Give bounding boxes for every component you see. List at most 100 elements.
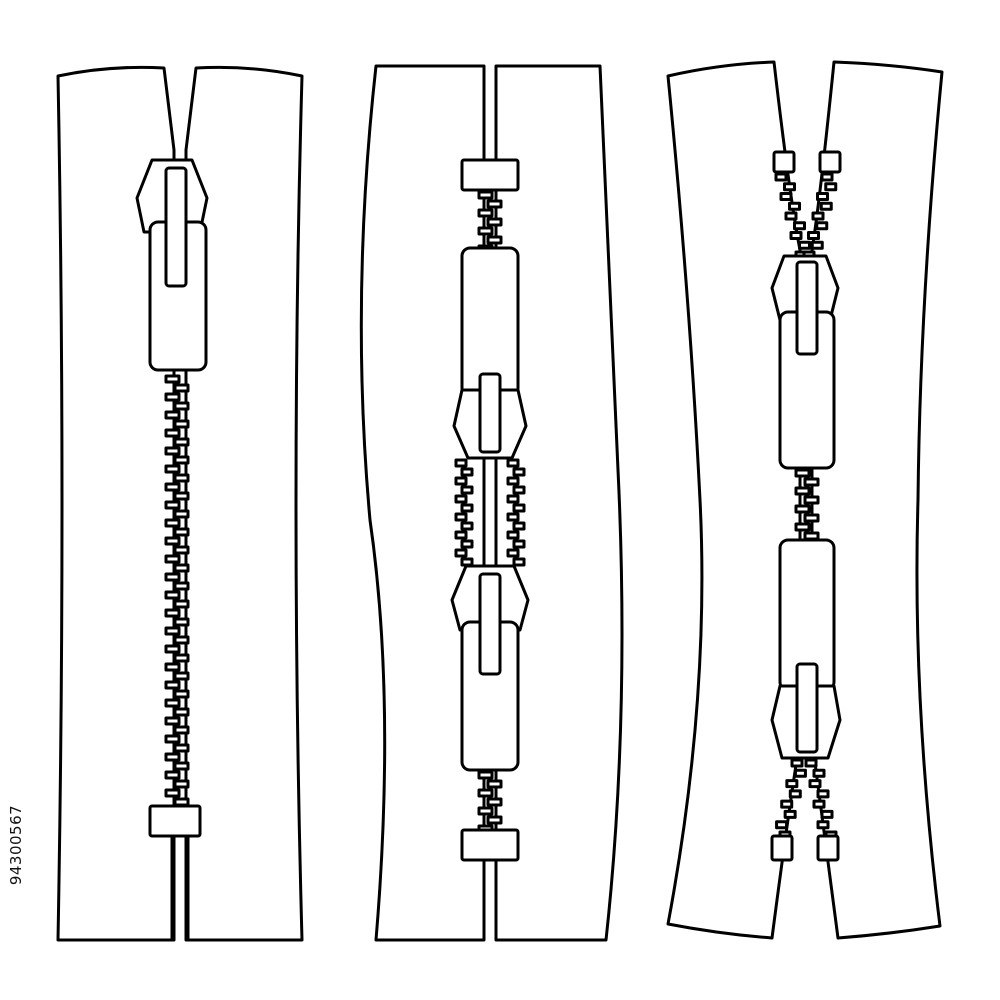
zipper-3-slider-lower [770,538,842,760]
zipper-2-tooth [477,770,494,780]
zipper-3-tooth [819,201,833,211]
zipper-2-tooth [477,208,494,218]
zipper-3-tooth [783,182,796,192]
zipper-2-tooth-right-rail [506,512,520,522]
zipper-2-tooth-right-rail [512,485,526,495]
zipper-3-tooth [804,758,818,768]
zipper-2-tooth-left-rail [460,557,474,567]
zipper-1-tooth [173,563,190,573]
zipper-2-tooth [486,779,503,789]
zipper-2-tooth-right-rail [512,467,526,477]
zipper-2-center-line [482,66,498,940]
zipper-3-top-stop-right [818,150,842,174]
zipper-1-tooth [173,743,190,753]
zipper-2-lower-pull-tab [478,572,502,676]
zipper-3-tooth [816,789,830,799]
zipper-1-tooth [173,581,190,591]
zipper-3-tape-left [666,60,802,940]
zipper-2-tooth-left-rail [460,467,474,477]
zipper-2-tooth-left-rail [454,548,468,558]
zipper-3-tooth [816,192,829,201]
zipper-2-tape-left [359,64,486,942]
zipper-3-tooth [811,211,825,221]
zipper-1-tooth [164,734,181,744]
zipper-3-tooth [815,221,829,231]
zipper-1-teeth [164,374,190,807]
zipper-1-tooth [173,779,190,789]
zipper-1-tooth [164,590,181,600]
zipper-2-tooth-right-rail [506,476,520,486]
zipper-1-tooth [173,689,190,699]
zipper-1-slider [135,158,209,372]
watermark-id: 94300567 [4,770,28,920]
zipper-1-tooth [173,509,190,519]
zipper-2-tape-right [494,64,624,942]
zipper-1-bottom-stop [148,804,202,838]
zipper-1-tooth [173,707,190,717]
zipper-3-tooth [784,211,798,221]
zipper-3-tooth [789,231,803,240]
zipper-3-tooth [779,192,793,201]
zipper-1-tooth [164,464,181,474]
zipper-1-tooth [164,680,181,690]
zipper-1-tooth [164,644,181,654]
zipper-2-tooth [477,788,494,798]
zipper-3-tape-right [810,60,944,940]
zipper-3-bottom-stop-left [770,834,794,862]
zipper-1-tooth [173,401,190,411]
zipper-1-tooth [164,392,181,402]
zipper-2-tooth [477,806,494,816]
zipper-3-tooth [783,809,797,819]
zipper-1-tooth [173,473,190,483]
zipper-1-tape-right [184,65,304,942]
zipper-1-tooth [164,716,181,726]
zipper-3-tooth [794,468,811,478]
zipper-3-top-stop-left [772,150,796,174]
zipper-3-tooth [785,779,799,789]
zipper-3-tooth [808,779,822,789]
zipper-2-tooth [486,815,503,825]
zipper-2-tooth-left-rail [460,521,474,531]
zipper-2-tooth-left-rail [454,530,468,540]
zipper-2-teeth [454,190,526,834]
zipper-1-separation-line [170,836,190,940]
zipper-2-tooth [477,190,494,200]
zipper-1-tooth [164,698,181,708]
zipper-3-tooth [793,768,807,778]
zipper-1-tooth [164,572,181,582]
zipper-2-tooth-right-rail [512,521,526,531]
zipper-2 [359,64,624,942]
zipper-1-tooth [173,635,190,645]
zipper-2-tooth-left-rail [454,476,468,486]
zipper-1-tooth [173,725,190,735]
zipper-2-tooth-left-rail [460,503,474,513]
zipper-1-tooth [173,419,190,429]
zipper-3-tooth [788,789,802,799]
zipper-3 [666,60,944,940]
zipper-2-tooth-right-rail [512,539,526,549]
zipper-1-tooth [173,761,190,771]
zipper-2-tooth-left-rail [454,494,468,504]
zipper-2-tooth-right-rail [506,494,520,504]
zipper-3-tooth [788,201,801,211]
zipper-3-tooth [810,240,824,250]
zipper-1 [56,65,304,942]
zipper-1-tooth [164,500,181,510]
zipper-3-tooth [812,799,826,809]
zipper-2-top-stop [460,158,520,192]
zipper-1-tooth [164,770,181,780]
zipper-3-tooth [803,495,820,505]
zipper-1-tooth [164,518,181,528]
zipper-2-upper-pull-tab [478,372,502,454]
zipper-2-tooth [486,199,503,209]
zipper-1-tooth [173,437,190,447]
zipper-3-tooth [794,504,811,514]
zipper-2-slider-lower [450,564,530,772]
zipper-3-tooth [820,172,834,182]
zipper-3-upper-pull-tab [795,260,819,356]
zipper-1-tooth [164,446,181,456]
zipper-1-tooth [164,536,181,546]
zipper-2-tooth [486,217,503,227]
zipper-3-tooth [820,809,834,819]
zipper-1-tooth [164,662,181,672]
